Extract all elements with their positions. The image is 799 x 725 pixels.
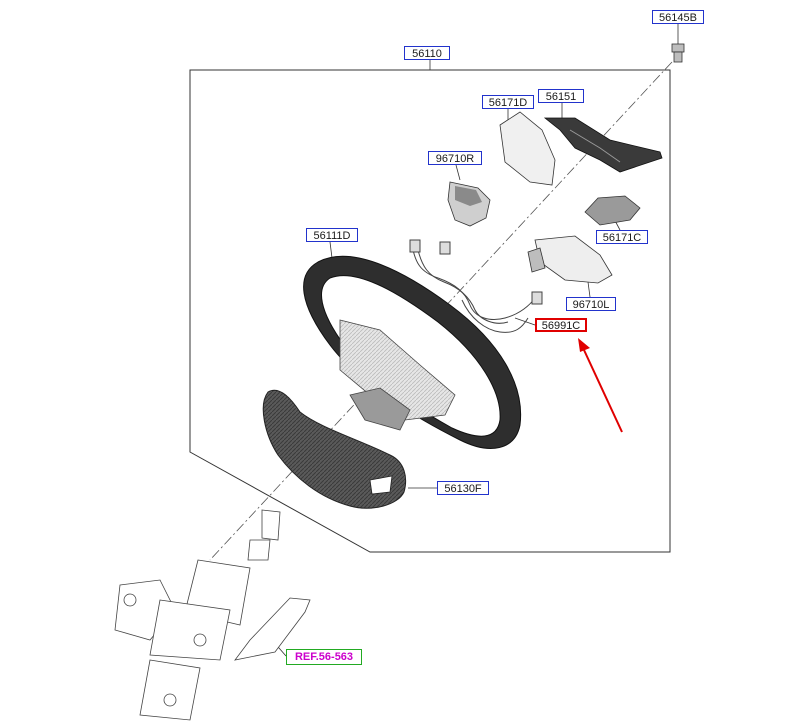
part-label-56130f[interactable]: 56130F xyxy=(437,481,489,495)
wiring-harness-part xyxy=(409,239,543,333)
part-label-56171d[interactable]: 56171D xyxy=(482,95,534,109)
part-label-96710l[interactable]: 96710L xyxy=(566,297,616,311)
part-label-56991c-highlighted[interactable]: 56991C xyxy=(535,318,587,332)
switch-left-part xyxy=(527,235,613,284)
steering-column-part xyxy=(114,509,311,721)
highlight-arrow xyxy=(578,338,623,433)
switch-right-part xyxy=(447,181,491,227)
bolt-part xyxy=(671,43,685,63)
bezel-left-part xyxy=(499,111,556,186)
part-label-56145b[interactable]: 56145B xyxy=(652,10,704,24)
part-label-56111d[interactable]: 56111D xyxy=(306,228,358,242)
assembly-frame xyxy=(189,69,671,553)
steering-wheel-part xyxy=(303,255,522,449)
part-label-96710r[interactable]: 96710R xyxy=(428,151,482,165)
part-label-56171c[interactable]: 56171C xyxy=(596,230,648,244)
cover-part xyxy=(543,117,663,173)
bezel-right-part xyxy=(584,195,641,226)
reference-label[interactable]: REF.56-563 xyxy=(286,649,362,665)
part-label-56110[interactable]: 56110 xyxy=(404,46,450,60)
lower-cover-part xyxy=(262,389,407,509)
part-label-56151[interactable]: 56151 xyxy=(538,89,584,103)
